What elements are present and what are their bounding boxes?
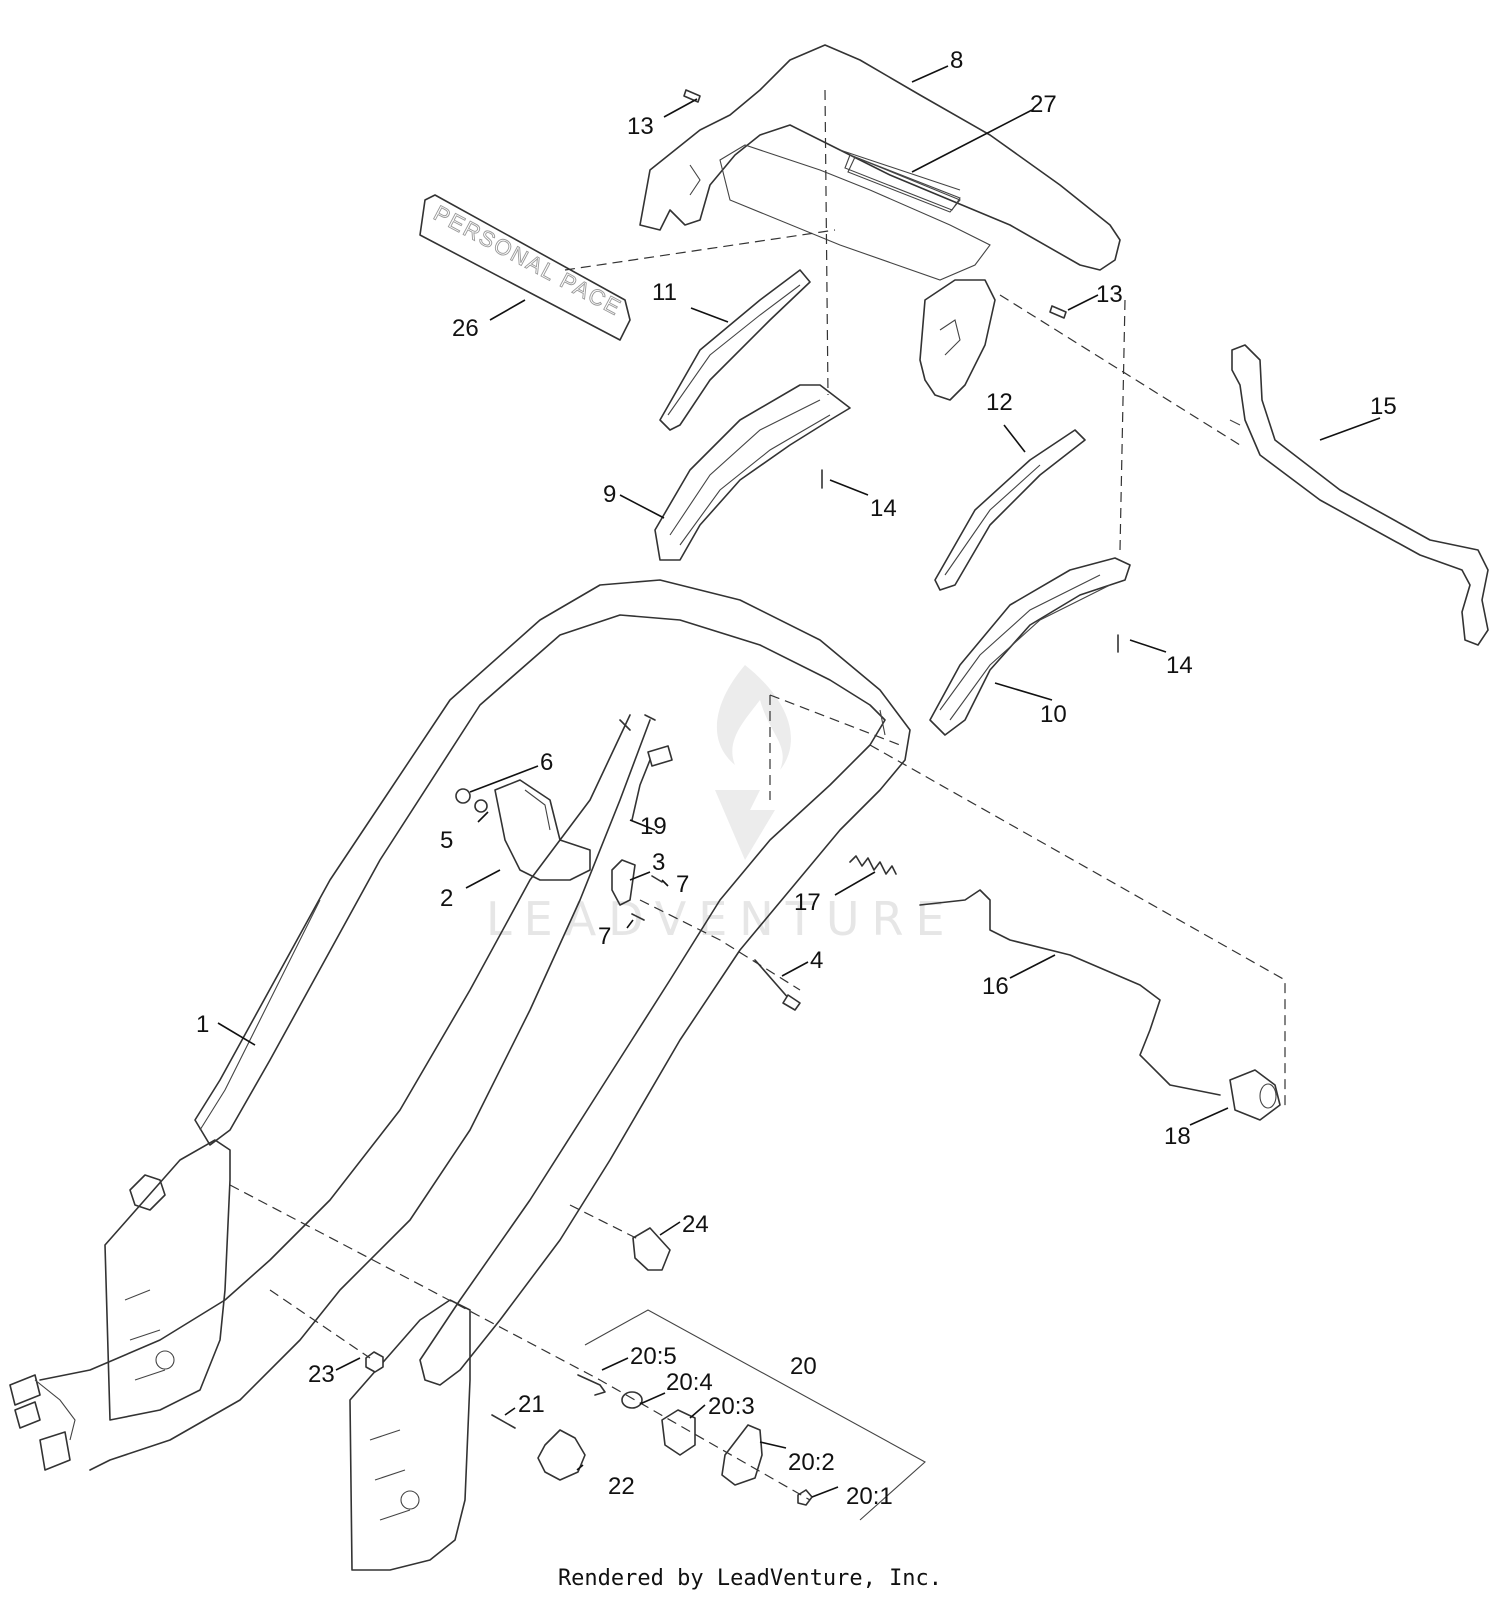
callout-8: 8 [950,47,963,74]
cables [39,714,656,1471]
callout-18: 18 [1164,1123,1191,1150]
callout-9: 9 [603,481,616,508]
bolt-4 [754,959,801,1011]
callout-17: 17 [794,889,821,916]
callout-27: 27 [1030,91,1057,118]
cable-link-19 [631,745,673,821]
part-20-1 [797,1489,813,1506]
callout-23: 23 [308,1361,335,1388]
assembly-dashed-lines [229,89,1286,1501]
decal-main-text: PERSONAL PACE [430,200,627,320]
main-handle-frame [194,579,911,1386]
bail-15 [1229,344,1489,646]
knob-22 [537,1429,586,1481]
screw-7-upper [651,875,663,883]
upper-handle [639,44,1121,281]
bracket-knob [129,1174,166,1211]
part-20-3 [661,1409,696,1456]
callout-11: 11 [652,279,677,306]
callout-7-lower: 7 [598,923,611,950]
clip-3 [611,859,636,906]
plug-24 [632,1227,671,1271]
callout-26: 26 [452,315,479,342]
lower-bracket-right [349,1299,471,1571]
callout-22-label: 22 [608,1473,635,1500]
nut-6 [455,788,471,804]
callout-7-upper: 7 [676,871,689,898]
grip-12 [934,429,1086,591]
callout-14-left: 14 [870,495,897,522]
callout-21-label: 21 [518,1391,545,1418]
grip-cover-9 [654,384,851,561]
callout-20-3: 20:3 [708,1393,755,1420]
washer-5 [474,799,488,813]
callout-12: 12 [986,389,1013,416]
callout-16: 16 [982,973,1009,1000]
callout-2: 2 [440,885,453,912]
spring-17 [849,855,897,875]
callout-19: 19 [640,813,667,840]
callout-4: 4 [810,947,823,974]
watermark-v-icon [715,790,775,860]
grip-11 [659,269,811,431]
watermark-flame-icon [716,665,791,770]
lower-bracket-left [104,1139,231,1421]
callout-6: 6 [540,749,553,776]
callout-13-upper: 13 [627,113,654,140]
pin-21 [491,1414,516,1429]
callout-14-right: 14 [1166,652,1193,679]
handle-side-bracket [919,279,996,401]
callout-20-5: 20:5 [630,1343,677,1370]
nut-23 [365,1351,384,1373]
callout-20: 20 [790,1353,817,1380]
watermark: LEADVENTURE [486,665,957,946]
screw-7-lower [631,913,645,921]
part-20-4 [621,1391,643,1409]
callout-3: 3 [652,849,665,876]
callout-labels: 8 27 13 13 11 26 12 15 14 9 14 10 6 5 19… [196,47,1397,1510]
callout-10: 10 [1040,701,1067,728]
pin-13-left [683,89,701,103]
callout-20-1: 20:1 [846,1483,893,1510]
roller-18 [1229,1069,1281,1121]
callout-1: 1 [196,1011,209,1038]
rod-16 [919,889,1221,1096]
callout-20-4: 20:4 [666,1369,713,1396]
callout-20-2: 20:2 [788,1449,835,1476]
callout-13-right: 13 [1096,281,1123,308]
callout-15: 15 [1370,393,1397,420]
watermark-text: LEADVENTURE [486,892,957,946]
pin-13-right [1049,305,1067,319]
assembly-20 [577,1309,926,1521]
callout-24: 24 [682,1211,709,1238]
part-20-5 [577,1374,606,1396]
footer-credit: Rendered by LeadVenture, Inc. [557,1566,943,1591]
callout-5: 5 [440,827,453,854]
wiring-harness [9,1374,76,1471]
handle-decal-27 [844,154,961,211]
bracket-2 [494,779,591,881]
leader-lines [217,65,1381,1498]
part-20-2 [721,1424,763,1486]
grip-cover-10 [929,557,1131,736]
